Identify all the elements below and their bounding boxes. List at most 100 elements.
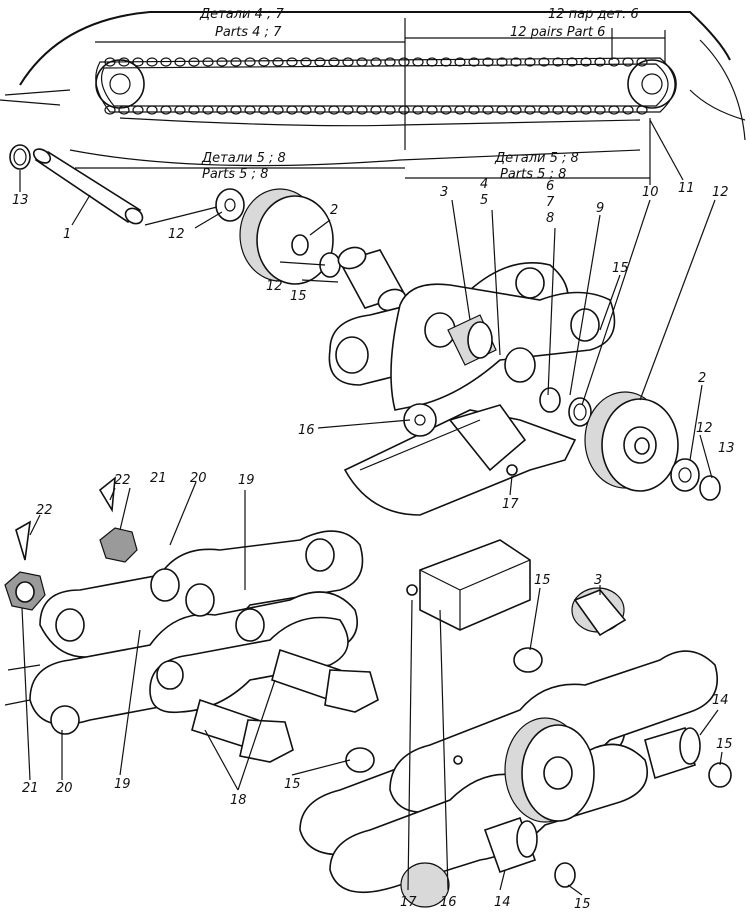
callout-20-upper: 20 bbox=[190, 471, 207, 486]
chain-link bbox=[230, 57, 242, 67]
chain-link bbox=[370, 105, 382, 115]
callout-21-bottom: 21 bbox=[22, 781, 39, 796]
header-dimension-lines bbox=[75, 18, 666, 185]
chain-link bbox=[398, 57, 410, 67]
chain-link bbox=[580, 57, 592, 67]
chain-link bbox=[300, 105, 312, 115]
chain-link bbox=[314, 57, 326, 67]
callout-15-lower-left: 15 bbox=[284, 777, 301, 792]
chain-link bbox=[174, 105, 186, 115]
chain-link bbox=[524, 105, 536, 115]
chain-link bbox=[622, 105, 634, 115]
chain-link bbox=[258, 105, 270, 115]
callout-19-upper: 19 bbox=[238, 473, 255, 488]
chain-link bbox=[146, 105, 158, 115]
callout-15-bottom: 15 bbox=[574, 897, 591, 912]
chain-link bbox=[426, 105, 438, 115]
chain-link bbox=[468, 57, 480, 67]
callout-3-lower: 3 bbox=[594, 573, 602, 588]
callout-19-bottom: 19 bbox=[114, 777, 131, 792]
callout-12-right: 12 bbox=[696, 421, 713, 436]
chain-link bbox=[482, 105, 494, 115]
chain-link bbox=[622, 57, 634, 67]
chain-link bbox=[510, 57, 522, 67]
header-mid-left-ru: Детали 5 ; 8 bbox=[201, 151, 286, 166]
header-top-left-ru: Детали 4 ; 7 bbox=[199, 7, 284, 22]
chain-link bbox=[146, 57, 158, 67]
chain-link bbox=[496, 105, 508, 115]
chain-link bbox=[230, 105, 242, 115]
chain-link bbox=[370, 57, 382, 67]
callout-14-bottom: 14 bbox=[494, 895, 511, 910]
chain-link bbox=[552, 105, 564, 115]
chain-link bbox=[594, 105, 606, 115]
chain-link bbox=[160, 57, 172, 67]
lower-right-assembly bbox=[299, 539, 732, 908]
callout-5: 5 bbox=[480, 193, 488, 208]
chain-link bbox=[552, 57, 564, 67]
callout-15-left: 15 bbox=[290, 289, 307, 304]
chain-link bbox=[566, 57, 578, 67]
callout-14-right: 14 bbox=[712, 693, 729, 708]
callout-2-left-roller: 2 bbox=[330, 203, 338, 218]
chain-link bbox=[636, 105, 648, 115]
chain-link bbox=[356, 105, 368, 115]
chain-link bbox=[398, 105, 410, 115]
callout-labels: 13 1 12 2 12 15 3 4 5 6 7 8 9 10 11 12 1… bbox=[12, 177, 735, 912]
callout-2-right-roller: 2 bbox=[698, 371, 706, 386]
callout-1: 1 bbox=[63, 227, 71, 242]
callout-18: 18 bbox=[230, 793, 247, 808]
chain-link bbox=[608, 57, 620, 67]
callout-12-left-inner: 12 bbox=[266, 279, 283, 294]
chain-links bbox=[104, 57, 648, 115]
chain-link bbox=[286, 105, 298, 115]
callout-12-top-right: 12 bbox=[712, 185, 729, 200]
chain-link bbox=[300, 57, 312, 67]
chain-link bbox=[314, 105, 326, 115]
chain-link bbox=[538, 105, 550, 115]
upper-assembly bbox=[9, 144, 721, 516]
chain-link bbox=[426, 57, 438, 67]
leader-lines bbox=[19, 119, 723, 896]
chain-link bbox=[468, 105, 480, 115]
chain-link bbox=[132, 105, 144, 115]
chain-link bbox=[160, 105, 172, 115]
chain-link bbox=[538, 57, 550, 67]
callout-21-upper: 21 bbox=[150, 471, 167, 486]
header-mid-left-en: Parts 5 ; 8 bbox=[202, 167, 268, 182]
chain-link bbox=[272, 105, 284, 115]
chain-link bbox=[188, 57, 200, 67]
chain-link bbox=[454, 105, 466, 115]
chain-link bbox=[636, 57, 648, 67]
header-top-right-en: 12 pairs Part 6 bbox=[510, 25, 605, 40]
chain-link bbox=[216, 105, 228, 115]
chain-link bbox=[342, 105, 354, 115]
chain-link bbox=[412, 57, 424, 67]
chain-link bbox=[454, 57, 466, 67]
chain-link bbox=[118, 57, 130, 67]
chain-link bbox=[328, 105, 340, 115]
chain-link bbox=[412, 105, 424, 115]
chain-link bbox=[594, 57, 606, 67]
lower-left-assembly bbox=[4, 476, 379, 763]
chain-link bbox=[356, 57, 368, 67]
callout-3-top: 3 bbox=[440, 185, 448, 200]
chain-link bbox=[202, 57, 214, 67]
track-chain-top-view bbox=[0, 11, 746, 167]
callout-6: 6 bbox=[546, 179, 554, 194]
callout-4: 4 bbox=[480, 177, 488, 192]
chain-link bbox=[608, 105, 620, 115]
chain-link bbox=[202, 105, 214, 115]
header-mid-right-en: Parts 5 ; 8 bbox=[500, 167, 566, 182]
chain-link bbox=[244, 105, 256, 115]
chain-link bbox=[272, 57, 284, 67]
chain-link bbox=[342, 57, 354, 67]
callout-15-upper-right: 15 bbox=[612, 261, 629, 276]
callout-17-lower: 17 bbox=[400, 895, 417, 910]
chain-link bbox=[174, 57, 186, 67]
chain-link bbox=[524, 57, 536, 67]
callout-17-upper: 17 bbox=[502, 497, 519, 512]
chain-link bbox=[188, 105, 200, 115]
callout-16-lower: 16 bbox=[440, 895, 457, 910]
